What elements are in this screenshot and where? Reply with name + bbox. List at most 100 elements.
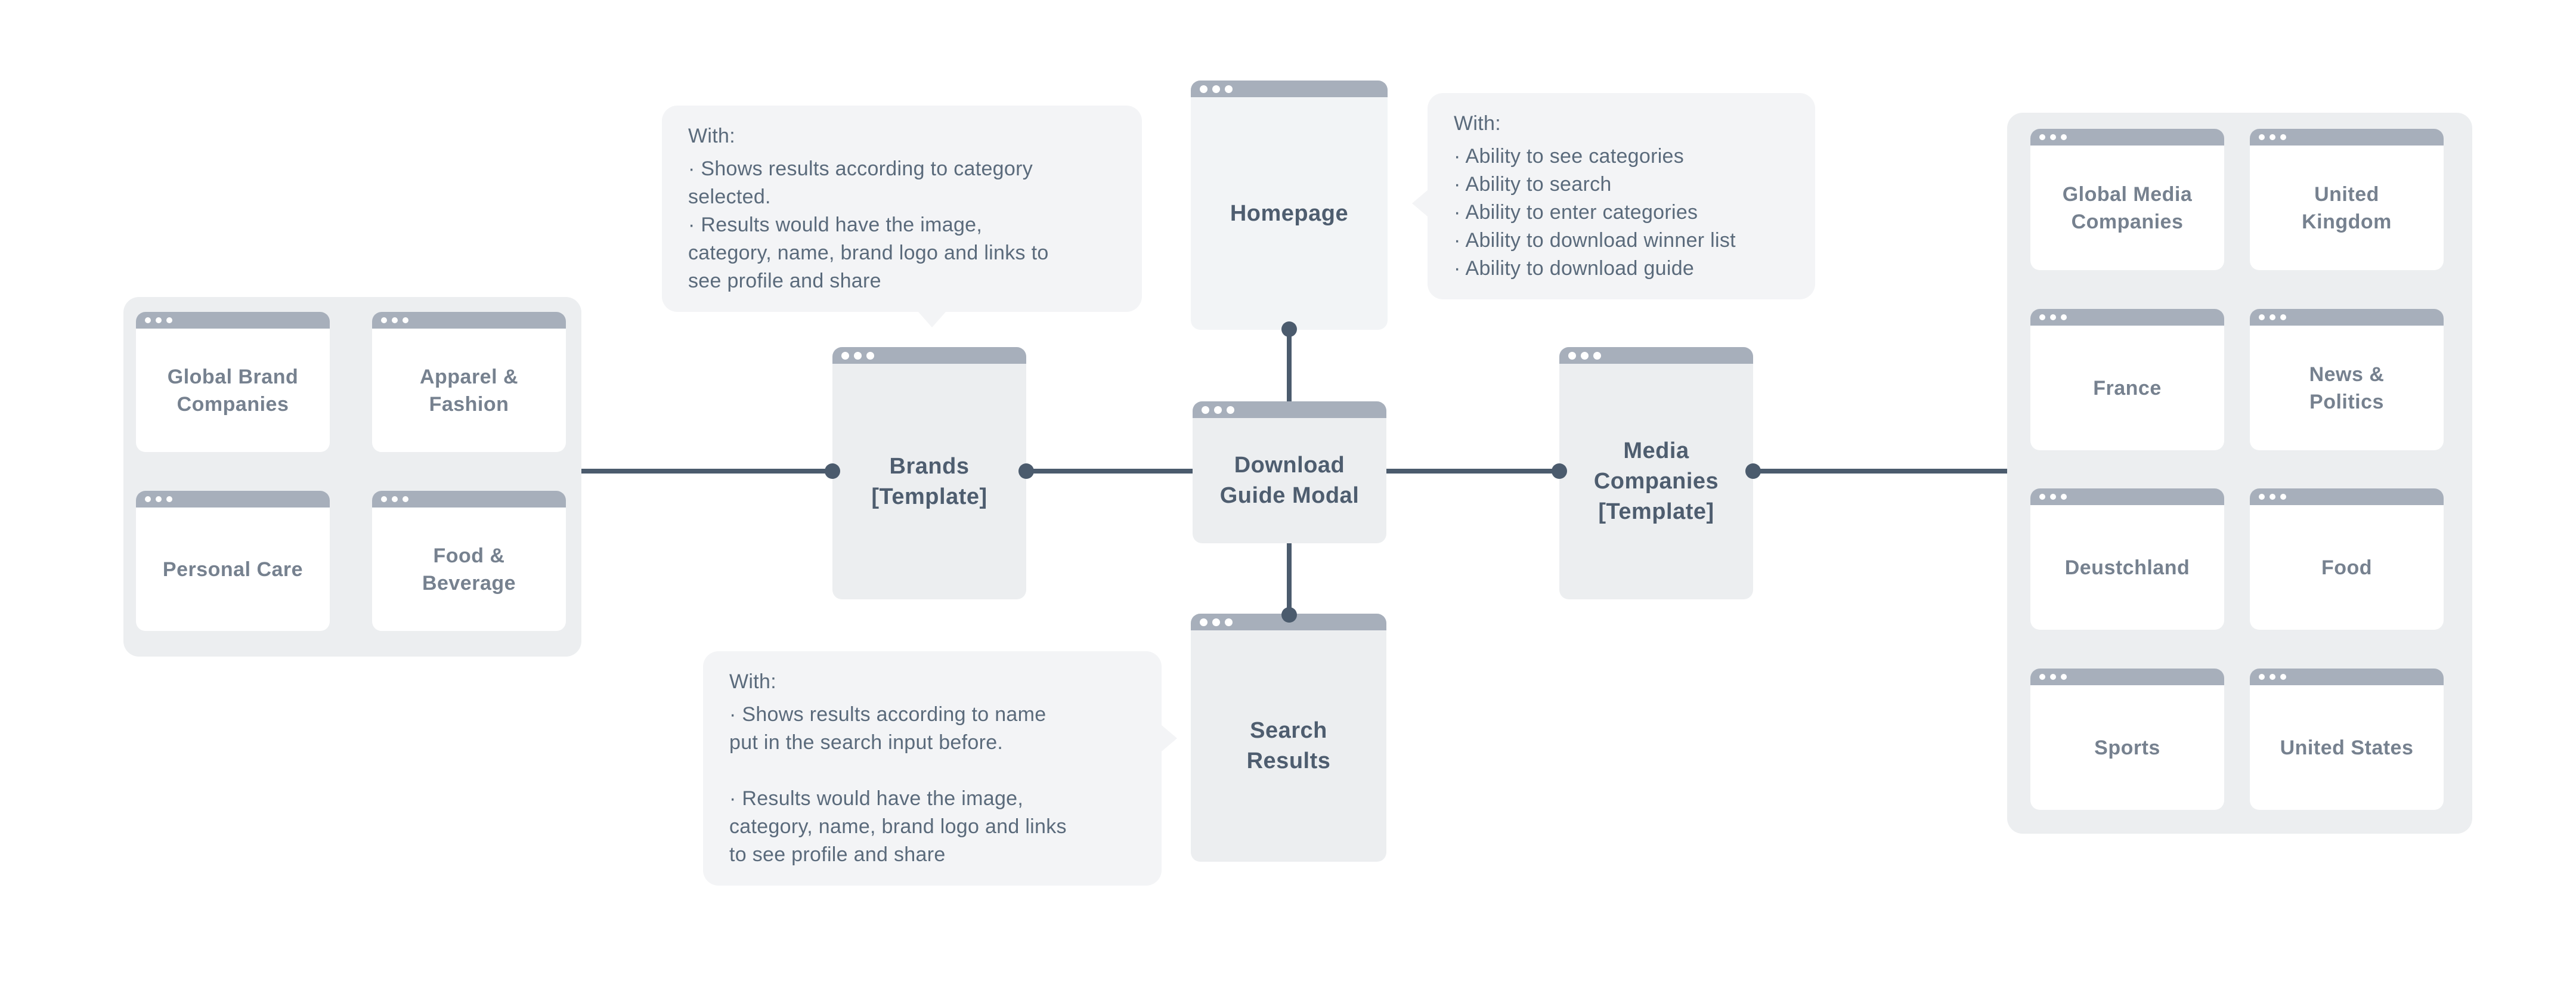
page-card-global-brand-companies[interactable]: Global Brand Companies bbox=[136, 312, 330, 452]
connector-dot bbox=[1018, 463, 1034, 479]
window-dot-icon bbox=[1200, 618, 1208, 626]
page-card-label: France bbox=[2093, 376, 2162, 400]
page-card-label: Global Media Companies bbox=[2062, 182, 2193, 233]
window-dot-icon bbox=[866, 351, 874, 360]
browser-titlebar bbox=[2250, 129, 2444, 146]
window-dot-icon bbox=[2259, 674, 2265, 680]
connector-dot bbox=[1745, 463, 1761, 479]
note-pointer-right-icon bbox=[1162, 725, 1177, 751]
page-card-label: Personal Care bbox=[162, 558, 304, 581]
page-card-food[interactable]: Food bbox=[2250, 488, 2444, 630]
connector-line-homepage-modal bbox=[1287, 328, 1292, 404]
window-dot-icon bbox=[1212, 85, 1220, 93]
window-dot-icon bbox=[2270, 134, 2275, 140]
browser-titlebar bbox=[2030, 129, 2224, 146]
page-card-news-politics[interactable]: News & Politics bbox=[2250, 309, 2444, 450]
note-title: With: bbox=[729, 670, 776, 693]
page-card-label: Global Brand Companies bbox=[167, 365, 299, 416]
page-card-united-kingdom[interactable]: United Kingdom bbox=[2250, 129, 2444, 270]
window-dot-icon bbox=[381, 496, 387, 502]
connector-dot bbox=[1281, 607, 1297, 623]
window-dot-icon bbox=[156, 496, 162, 502]
page-node-search-results[interactable]: Search Results bbox=[1191, 614, 1386, 862]
note-title: With: bbox=[1454, 112, 1501, 135]
page-node-brands-template[interactable]: Brands [Template] bbox=[832, 347, 1026, 599]
browser-titlebar bbox=[136, 312, 330, 329]
page-node-label: Media Companies [Template] bbox=[1593, 438, 1719, 524]
browser-titlebar bbox=[2250, 669, 2444, 685]
window-dot-icon bbox=[2061, 494, 2067, 500]
window-dot-icon bbox=[2039, 674, 2045, 680]
page-card-food-beverage[interactable]: Food & Beverage bbox=[372, 491, 566, 631]
window-dot-icon bbox=[2039, 134, 2045, 140]
page-node-media-companies-template[interactable]: Media Companies [Template] bbox=[1559, 347, 1753, 599]
browser-titlebar bbox=[372, 312, 566, 329]
window-dot-icon bbox=[854, 351, 862, 360]
window-dot-icon bbox=[2050, 134, 2056, 140]
note-body: · Ability to see categories · Ability to… bbox=[1454, 145, 1736, 280]
window-dot-icon bbox=[1202, 406, 1209, 414]
window-dot-icon bbox=[1227, 406, 1234, 414]
note-pointer-left-icon bbox=[1412, 190, 1428, 216]
window-dot-icon bbox=[2280, 674, 2286, 680]
window-dot-icon bbox=[2259, 494, 2265, 500]
window-dot-icon bbox=[392, 496, 398, 502]
window-dot-icon bbox=[2039, 314, 2045, 320]
connector-dot bbox=[1281, 321, 1297, 337]
page-card-united-states[interactable]: United States bbox=[2250, 669, 2444, 810]
browser-titlebar bbox=[2250, 309, 2444, 326]
page-card-deustchland[interactable]: Deustchland bbox=[2030, 488, 2224, 630]
window-dot-icon bbox=[166, 317, 172, 323]
page-card-sports[interactable]: Sports bbox=[2030, 669, 2224, 810]
window-dot-icon bbox=[2259, 314, 2265, 320]
browser-titlebar bbox=[2030, 669, 2224, 685]
page-node-label: Homepage bbox=[1230, 200, 1349, 226]
page-card-label: United States bbox=[2280, 736, 2414, 759]
window-dot-icon bbox=[2050, 314, 2056, 320]
window-dot-icon bbox=[1225, 85, 1233, 93]
page-node-download-guide-modal[interactable]: Download Guide Modal bbox=[1193, 401, 1386, 543]
window-dot-icon bbox=[145, 317, 151, 323]
page-node-homepage[interactable]: Homepage bbox=[1191, 81, 1388, 330]
page-card-global-media-companies[interactable]: Global Media Companies bbox=[2030, 129, 2224, 270]
window-dot-icon bbox=[2050, 674, 2056, 680]
connector-line-leftgroup-brands bbox=[581, 469, 836, 474]
page-card-label: Food & Beverage bbox=[422, 544, 516, 595]
media-categories-group-panel: Global Media Companies United Kingdom Fr… bbox=[2007, 113, 2472, 834]
page-card-personal-care[interactable]: Personal Care bbox=[136, 491, 330, 631]
window-dot-icon bbox=[1214, 406, 1222, 414]
page-card-label: United Kingdom bbox=[2302, 182, 2392, 233]
page-node-label: Brands [Template] bbox=[871, 453, 987, 509]
browser-titlebar bbox=[2030, 309, 2224, 326]
brand-categories-group-panel: Global Brand Companies Apparel & Fashion… bbox=[123, 297, 581, 657]
connector-line-modal-media bbox=[1383, 469, 1562, 474]
window-dot-icon bbox=[2270, 674, 2275, 680]
connector-line-brands-modal bbox=[1023, 469, 1196, 474]
page-card-label: Sports bbox=[2094, 736, 2160, 759]
window-dot-icon bbox=[2061, 674, 2067, 680]
window-dot-icon bbox=[392, 317, 398, 323]
browser-titlebar bbox=[1193, 401, 1386, 418]
page-card-label: Food bbox=[2321, 556, 2373, 579]
page-card-label: News & Politics bbox=[2309, 363, 2385, 413]
note-bubble-brands: With: · Shows results according to categ… bbox=[662, 106, 1142, 327]
connector-dot bbox=[825, 463, 840, 479]
browser-titlebar bbox=[832, 347, 1026, 364]
window-dot-icon bbox=[2280, 314, 2286, 320]
note-bubble-homepage: With: · Ability to see categories · Abil… bbox=[1412, 93, 1815, 299]
window-dot-icon bbox=[2050, 494, 2056, 500]
browser-titlebar bbox=[372, 491, 566, 508]
page-node-label: Search Results bbox=[1246, 718, 1331, 773]
note-body: · Shows results according to name put in… bbox=[729, 703, 1067, 866]
connector-line-modal-search bbox=[1287, 540, 1292, 618]
window-dot-icon bbox=[2280, 134, 2286, 140]
window-dot-icon bbox=[402, 496, 408, 502]
note-bubble-search: With: · Shows results according to name … bbox=[703, 651, 1177, 886]
page-card-apparel-fashion[interactable]: Apparel & Fashion bbox=[372, 312, 566, 452]
window-dot-icon bbox=[1568, 351, 1576, 360]
browser-titlebar bbox=[1191, 81, 1388, 97]
connector-dot bbox=[1552, 463, 1567, 479]
page-card-france[interactable]: France bbox=[2030, 309, 2224, 450]
page-card-label: Apparel & Fashion bbox=[419, 365, 519, 416]
